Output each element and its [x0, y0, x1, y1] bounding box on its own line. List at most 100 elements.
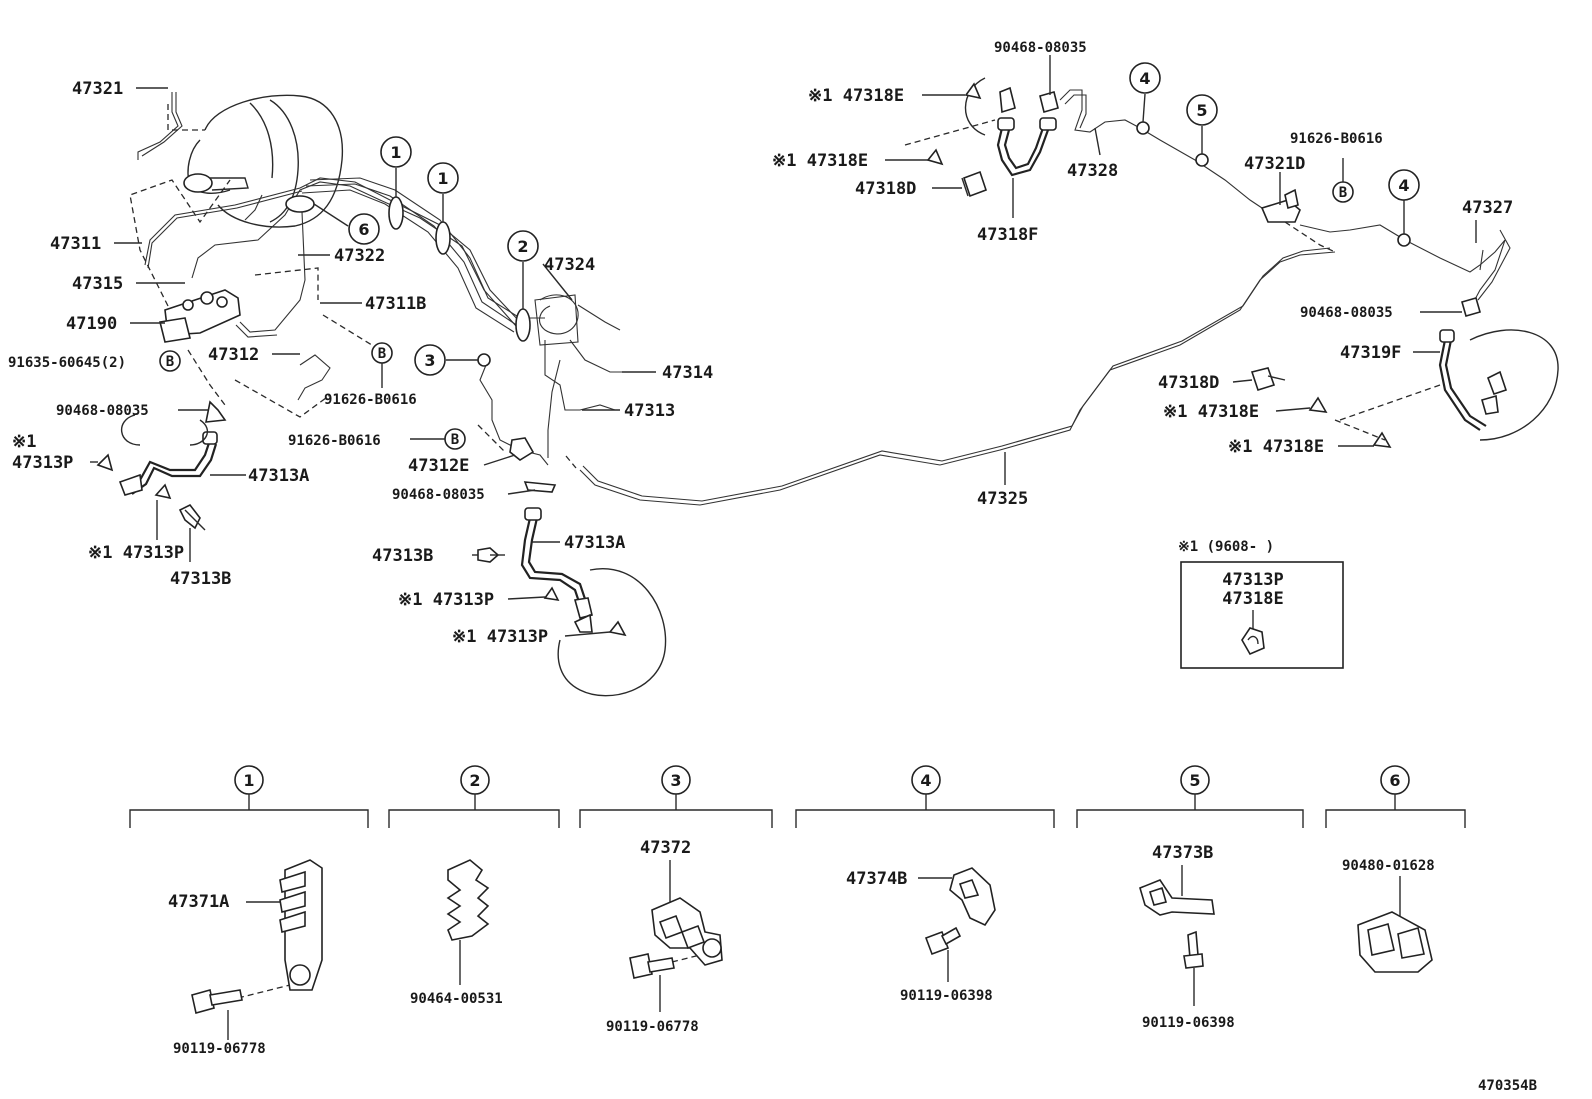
callout-circle-4b: 4 [1388, 169, 1420, 201]
svg-text:6: 6 [1389, 771, 1400, 790]
part-47371a: 47371A [168, 892, 229, 912]
svg-text:B: B [166, 354, 174, 370]
svg-text:1: 1 [243, 771, 254, 790]
left-brake-pipes [129, 92, 521, 418]
b-marker-mid: B [371, 342, 393, 388]
callout-circle-4a: 4 [1129, 62, 1161, 94]
label-47314: 47314 [662, 363, 713, 383]
label-90468-08035-right: 90468-08035 [1300, 305, 1393, 321]
b-marker-left: B [159, 350, 181, 372]
svg-text:5: 5 [1196, 101, 1207, 120]
group-6: 6 90480-01628 [1325, 765, 1466, 973]
note-part-47313p: 47313P [1222, 570, 1283, 590]
label-47318d-right: 47318D [1158, 373, 1219, 393]
callout-circle-1b: 1 [427, 162, 459, 194]
label-47328: 47328 [1067, 161, 1118, 181]
b-marker-lower: B [444, 428, 466, 450]
main-callouts: 1 1 2 3 4 5 4 6 [285, 62, 1420, 376]
label-90468-08035-mid: 90468-08035 [392, 487, 485, 503]
part-47372: 47372 [640, 838, 691, 858]
svg-text:5: 5 [1189, 771, 1200, 790]
callout-circle-6: 6 [348, 213, 380, 245]
label-47318e-right2: ※1 47318E [1228, 437, 1324, 457]
master-cylinder-drawing [159, 289, 241, 343]
group-2: 2 90464-00531 [388, 765, 560, 1007]
note-header: ※1 (9608- ) [1178, 539, 1274, 555]
note-part-47318e: 47318E [1222, 589, 1283, 609]
brake-booster-drawing [183, 94, 344, 228]
label-47313b-mid: 47313B [372, 546, 433, 566]
part-90464-00531: 90464-00531 [410, 991, 503, 1007]
label-47325: 47325 [977, 489, 1028, 509]
label-leaders [90, 55, 1477, 637]
front-left-brake-hose [96, 400, 227, 531]
label-47311: 47311 [50, 234, 101, 254]
part-90119-06778-g1: 90119-06778 [173, 1041, 266, 1057]
svg-text:B: B [378, 346, 386, 362]
svg-text:B: B [1339, 185, 1347, 201]
label-47318f: 47318F [977, 225, 1038, 245]
label-47318e-top2: ※1 47318E [772, 151, 868, 171]
main-labels: 47321 47311 47315 47190 91635-60645(2) 4… [8, 40, 1513, 647]
rear-brake-hose-47318f [904, 77, 1266, 211]
label-47321d: 47321D [1244, 154, 1305, 174]
svg-text:3: 3 [670, 771, 681, 790]
callout-circle-3: 3 [414, 344, 446, 376]
part-90119-06398-g5: 90119-06398 [1142, 1015, 1235, 1031]
callout-circle-1a: 1 [380, 136, 412, 168]
group-4: 4 47374B 90119-06398 [795, 765, 1055, 1004]
label-47313b-left: 47313B [170, 569, 231, 589]
part-47374b: 47374B [846, 869, 907, 889]
front-right-brake-hose [477, 437, 667, 697]
svg-text:4: 4 [1139, 69, 1150, 88]
label-47319f: 47319F [1340, 343, 1401, 363]
part-90480-01628: 90480-01628 [1342, 858, 1435, 874]
label-47327: 47327 [1462, 198, 1513, 218]
svg-text:1: 1 [390, 143, 401, 162]
svg-text:B: B [451, 432, 459, 448]
part-47373b: 47373B [1152, 843, 1213, 863]
group-1: 1 47371A 90119-06778 [129, 765, 369, 1057]
label-note-mark-left: ※1 [12, 432, 36, 452]
b-marker-right: B [1332, 158, 1354, 203]
part-90119-06398-g4: 90119-06398 [900, 988, 993, 1004]
label-47312: 47312 [208, 345, 259, 365]
callout-circle-5: 5 [1186, 94, 1218, 126]
label-47313p-left: 47313P [12, 453, 73, 473]
svg-text:1: 1 [437, 169, 448, 188]
part-90119-06778-g3: 90119-06778 [606, 1019, 699, 1035]
label-47313a-left: 47313A [248, 466, 309, 486]
label-90468-08035-top: 90468-08035 [994, 40, 1087, 56]
note-box: ※1 (9608- ) 47313P 47318E [1178, 539, 1344, 669]
label-47313a-mid: 47313A [564, 533, 625, 553]
label-47321: 47321 [72, 79, 123, 99]
label-47322: 47322 [334, 246, 385, 266]
diagram-code: 470354B [1478, 1078, 1537, 1094]
group-5: 5 47373B 90119-06398 [1076, 765, 1304, 1031]
label-47313: 47313 [624, 401, 675, 421]
label-47318e-top1: ※1 47318E [808, 86, 904, 106]
b-markers: B B B B [159, 158, 1354, 450]
svg-text:4: 4 [1398, 176, 1409, 195]
group-3: 3 47372 90119-06778 [579, 765, 773, 1035]
svg-text:3: 3 [424, 351, 435, 370]
label-47324: 47324 [544, 255, 595, 275]
svg-text:6: 6 [358, 220, 369, 239]
svg-text:4: 4 [920, 771, 931, 790]
svg-text:2: 2 [469, 771, 480, 790]
label-91635-60645: 91635-60645(2) [8, 355, 126, 371]
label-47318d-top: 47318D [855, 179, 916, 199]
label-47313p-mid2: ※1 47313P [452, 627, 548, 647]
clip-icon [1241, 627, 1265, 656]
label-47315: 47315 [72, 274, 123, 294]
label-47190: 47190 [66, 314, 117, 334]
long-brake-pipe-47325 [477, 247, 1336, 506]
label-47312e: 47312E [408, 456, 469, 476]
center-brake-pipes [301, 177, 630, 466]
label-91626-b0616-mid: 91626-B0616 [324, 392, 417, 408]
label-47313p-left-lower: ※1 47313P [88, 543, 184, 563]
label-47311b: 47311B [365, 294, 426, 314]
label-90468-08035-left: 90468-08035 [56, 403, 149, 419]
label-47318e-right1: ※1 47318E [1163, 402, 1259, 422]
